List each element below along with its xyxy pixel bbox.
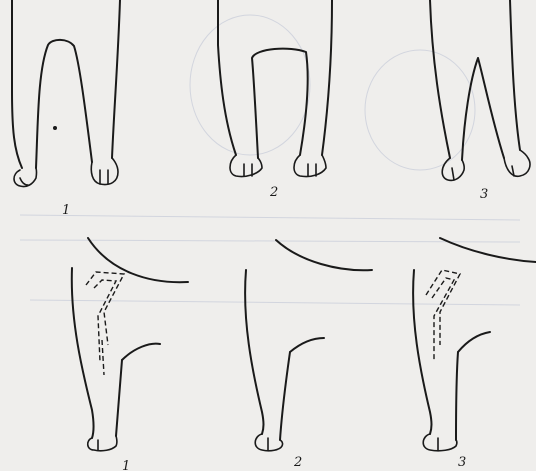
front-view-legs-1 (12, 0, 120, 187)
label-bottom-1: 1 (122, 459, 130, 471)
front-view-legs-2 (218, 0, 332, 177)
label-top-1: 1 (62, 203, 70, 218)
side-view-leg-3 (413, 238, 536, 451)
label-top-3: 3 (480, 187, 488, 202)
label-bottom-2: 2 (293, 455, 302, 470)
background-texture (20, 15, 520, 305)
front-view-legs-3 (430, 0, 530, 180)
label-bottom-3: 3 (458, 455, 466, 470)
side-view-leg-2 (245, 240, 372, 451)
side-view-leg-1 (72, 238, 188, 451)
label-top-2: 2 (269, 185, 278, 200)
